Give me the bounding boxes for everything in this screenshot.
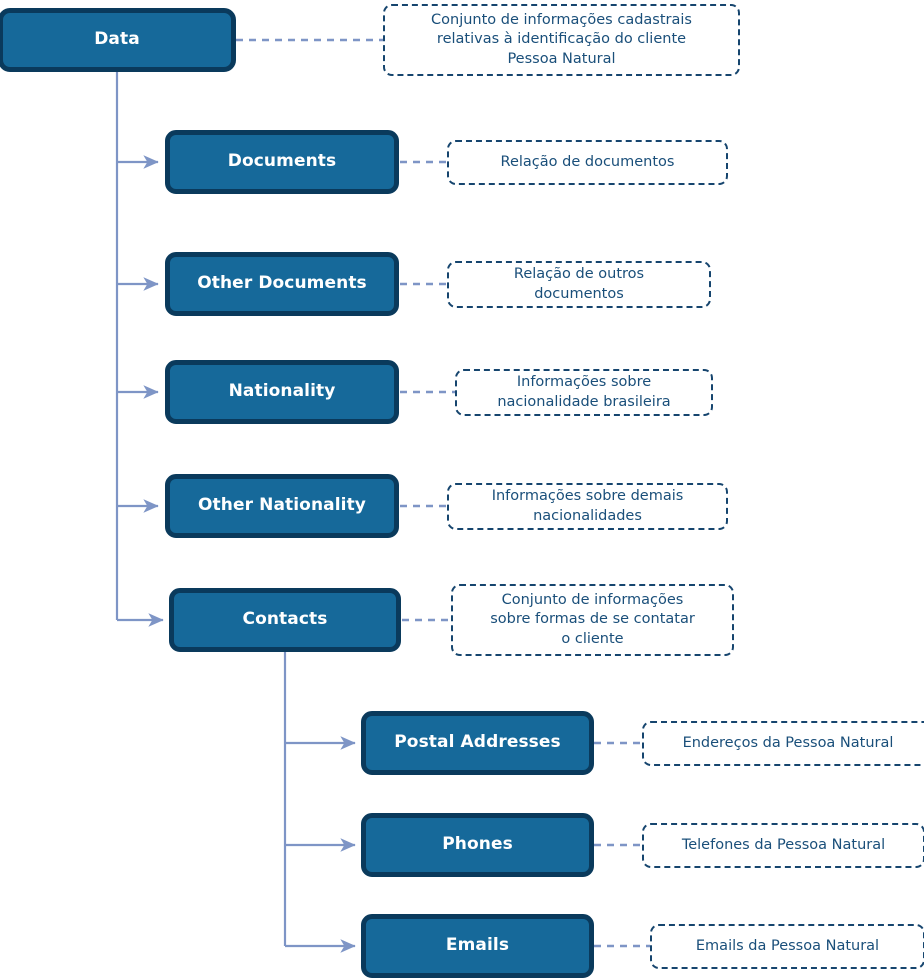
node-phones[interactable]: Phones (361, 813, 594, 877)
note-contacts-text: Conjunto de informações sobre formas de … (490, 592, 695, 647)
node-emails-label: Emails (445, 935, 510, 956)
node-other-documents-label: Other Documents (197, 273, 367, 294)
node-nationality[interactable]: Nationality (165, 360, 399, 424)
node-documents[interactable]: Documents (165, 130, 399, 194)
note-documents-text: Relação de documentos (500, 153, 675, 170)
node-data-label: Data (94, 29, 140, 50)
node-documents-label: Documents (227, 151, 337, 172)
note-postal-addresses: Endereços da Pessoa Natural (642, 721, 924, 766)
note-phones: Telefones da Pessoa Natural (642, 823, 924, 868)
node-contacts-label: Contacts (242, 609, 328, 630)
note-data: Conjunto de informações cadastrais relat… (383, 4, 740, 76)
note-other-documents: Relação de outros documentos (447, 261, 711, 308)
note-other-documents-text: Relação de outros documentos (513, 266, 645, 302)
note-phones-text: Telefones da Pessoa Natural (681, 836, 886, 853)
note-other-nationality-text: Informações sobre demais nacionalidades (491, 488, 684, 524)
note-documents: Relação de documentos (447, 140, 728, 185)
note-postal-addresses-text: Endereços da Pessoa Natural (682, 734, 894, 751)
note-other-nationality: Informações sobre demais nacionalidades (447, 483, 728, 530)
note-emails-text: Emails da Pessoa Natural (695, 937, 880, 954)
node-emails[interactable]: Emails (361, 914, 594, 978)
node-nationality-label: Nationality (228, 381, 336, 402)
node-other-documents[interactable]: Other Documents (165, 252, 399, 316)
note-nationality: Informações sobre nacionalidade brasilei… (455, 369, 713, 416)
node-phones-label: Phones (442, 834, 513, 855)
note-contacts: Conjunto de informações sobre formas de … (451, 584, 734, 656)
note-nationality-text: Informações sobre nacionalidade brasilei… (497, 374, 671, 410)
node-postal-addresses-label: Postal Addresses (394, 732, 561, 753)
node-other-nationality-label: Other Nationality (198, 495, 366, 516)
node-contacts[interactable]: Contacts (169, 588, 401, 652)
note-emails: Emails da Pessoa Natural (650, 924, 924, 969)
node-other-nationality[interactable]: Other Nationality (165, 474, 399, 538)
node-data[interactable]: Data (0, 8, 236, 72)
node-postal-addresses[interactable]: Postal Addresses (361, 711, 594, 775)
note-data-text: Conjunto de informações cadastrais relat… (431, 12, 692, 67)
